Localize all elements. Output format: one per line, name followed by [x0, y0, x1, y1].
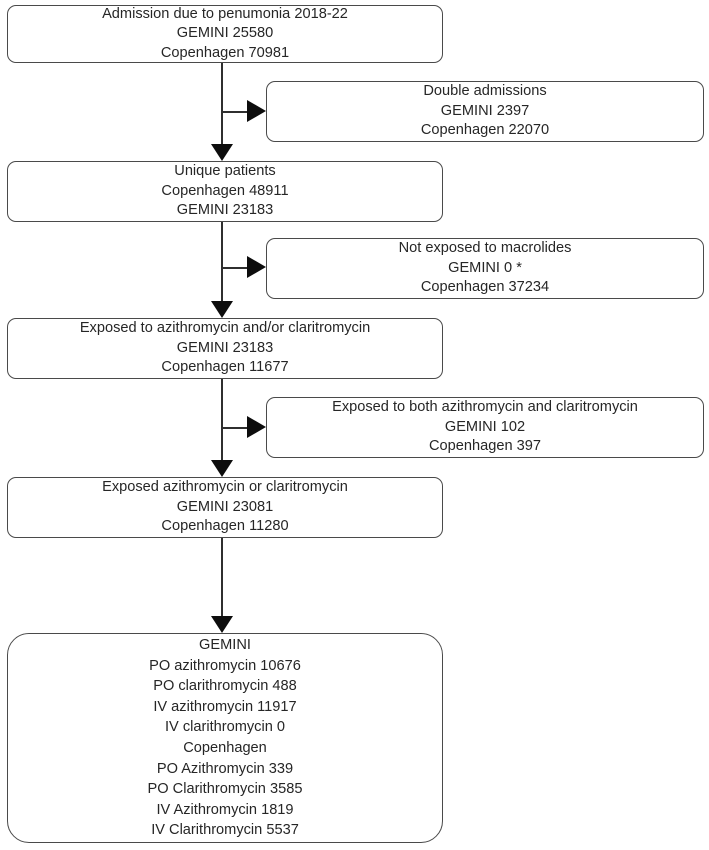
box-line: IV Clarithromycin 5537 [151, 822, 299, 839]
connector-line [222, 267, 248, 269]
connector-line [221, 379, 223, 460]
box-line: PO Clarithromycin 3585 [147, 781, 303, 798]
arrow-down-icon [211, 301, 233, 318]
box-line: GEMINI 23183 [176, 202, 274, 219]
box-line: PO azithromycin 10676 [149, 657, 301, 674]
box-line: GEMINI [199, 637, 251, 654]
box-line: Not exposed to macrolides [398, 240, 572, 257]
box-line: Exposed to azithromycin and/or claritrom… [79, 320, 371, 337]
box-line: PO clarithromycin 488 [153, 678, 297, 695]
arrow-right-icon [247, 256, 266, 278]
box-line: Copenhagen 397 [429, 438, 541, 455]
box-line: Copenhagen 11280 [161, 518, 289, 535]
arrow-down-icon [211, 144, 233, 161]
box-line: IV clarithromycin 0 [164, 719, 286, 736]
box-line: Copenhagen 11677 [161, 359, 289, 376]
box-admission: Admission due to penumonia 2018-22 GEMIN… [7, 5, 443, 63]
connector-line [221, 63, 223, 144]
box-line: Admission due to penumonia 2018-22 [102, 5, 348, 22]
box-line: GEMINI 0 * [448, 259, 522, 276]
box-line: GEMINI 25580 [176, 25, 274, 42]
box-line: GEMINI 23081 [176, 498, 274, 515]
box-line: Copenhagen 48911 [161, 182, 289, 199]
box-line: Copenhagen 37234 [420, 279, 550, 296]
box-line: Unique patients [174, 163, 276, 180]
arrow-right-icon [247, 416, 266, 438]
connector-line [222, 111, 248, 113]
connector-line [221, 538, 223, 616]
connector-line [222, 427, 248, 429]
arrow-down-icon [211, 460, 233, 477]
box-line: IV azithromycin 11917 [153, 698, 297, 715]
arrow-right-icon [247, 100, 266, 122]
box-unique-patients: Unique patients Copenhagen 48911 GEMINI … [7, 161, 443, 222]
box-line: Exposed to both azithromycin and claritr… [332, 399, 638, 416]
box-line: GEMINI 2397 [440, 102, 530, 119]
box-line: GEMINI 23183 [176, 339, 274, 356]
box-line: Copenhagen [183, 740, 267, 756]
arrow-down-icon [211, 616, 233, 633]
box-line: Copenhagen 70981 [160, 44, 290, 61]
connector-line [221, 222, 223, 301]
box-double-admissions: Double admissions GEMINI 2397 Copenhagen… [266, 81, 704, 142]
box-exposed-and-or: Exposed to azithromycin and/or claritrom… [7, 318, 443, 379]
box-exposed-both: Exposed to both azithromycin and claritr… [266, 397, 704, 458]
box-final-breakdown: GEMINI PO azithromycin 10676 PO clarithr… [7, 633, 443, 843]
box-line: IV Azithromycin 1819 [156, 801, 294, 818]
box-exposed-or: Exposed azithromycin or claritromycin GE… [7, 477, 443, 538]
box-line: Copenhagen 22070 [420, 122, 550, 139]
box-line: Exposed azithromycin or claritromycin [102, 479, 348, 496]
box-line: PO Azithromycin 339 [156, 760, 294, 777]
box-line: GEMINI 102 [444, 418, 526, 435]
box-not-exposed: Not exposed to macrolides GEMINI 0 * Cop… [266, 238, 704, 299]
box-line: Double admissions [423, 83, 547, 100]
